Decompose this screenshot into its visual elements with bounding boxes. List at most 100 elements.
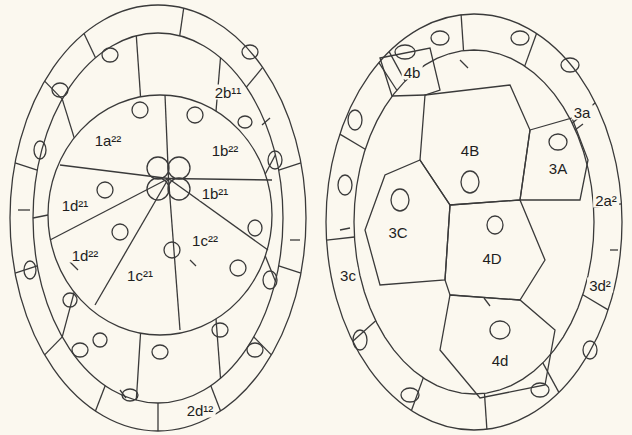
cell-label: 1a²² [93, 133, 124, 148]
cell-label: 4D [480, 251, 503, 266]
nucleus [248, 220, 262, 236]
micromere-cell [380, 48, 440, 96]
nucleus [230, 260, 246, 276]
nucleus [63, 293, 77, 307]
left-embryo-outline [10, 5, 306, 431]
cell-wall [484, 393, 486, 429]
cell-wall [60, 165, 169, 179]
division-mark [190, 260, 196, 266]
cell-label: 3C [386, 225, 409, 240]
nucleus [531, 383, 549, 397]
cell-wall [279, 163, 301, 170]
cell-wall [45, 337, 63, 355]
nucleus [247, 343, 263, 357]
cell-label: 3a [572, 105, 593, 120]
cell-wall [525, 33, 537, 66]
nucleus [431, 31, 449, 45]
cell-label: 1c²² [190, 233, 220, 248]
cell-label: 1d²¹ [60, 198, 91, 213]
macromere-cell [420, 85, 530, 205]
cell-label: 3d² [587, 278, 613, 293]
nucleus [353, 330, 367, 350]
cell-label: 2d¹² [185, 403, 216, 418]
nucleus [391, 189, 409, 211]
nucleus [132, 102, 148, 118]
division-mark [484, 298, 490, 306]
cell-wall [136, 333, 140, 400]
nucleus [93, 333, 107, 347]
cell-wall [15, 163, 37, 170]
left-belt-boundary [33, 33, 283, 403]
macromere-cell [365, 160, 450, 285]
nucleus [34, 141, 46, 159]
division-mark [70, 262, 78, 270]
nucleus [52, 83, 68, 97]
nucleus [395, 45, 415, 59]
division-mark [120, 390, 126, 398]
cell-wall [84, 34, 96, 58]
nucleus [263, 271, 277, 289]
cell-label: 4B [459, 143, 481, 158]
cell-label: 1d²² [70, 248, 101, 263]
division-mark [460, 60, 468, 68]
cell-label: 2a² [593, 193, 619, 208]
nucleus [102, 48, 118, 62]
nucleus [187, 107, 203, 123]
nucleus [112, 224, 128, 240]
cell-wall [461, 15, 463, 51]
cell-label: 3c [338, 268, 358, 283]
nucleus [152, 345, 168, 359]
cell-label: 4d [490, 353, 511, 368]
nucleus [401, 388, 419, 402]
cell-wall [411, 378, 423, 411]
division-mark [610, 249, 618, 250]
cell-wall [136, 36, 140, 97]
cell-wall [50, 179, 169, 241]
cell-wall [33, 215, 48, 218]
cell-wall [327, 237, 355, 240]
division-mark [262, 118, 270, 125]
cell-wall [169, 179, 269, 251]
cell-wall [340, 134, 365, 149]
cell-wall [62, 292, 74, 337]
cell-wall [246, 67, 262, 87]
cell-walls [15, 8, 621, 431]
nucleus [242, 45, 258, 59]
division-mark [575, 124, 583, 130]
cell-wall [265, 256, 275, 281]
nucleus [461, 171, 479, 193]
cell-wall [95, 386, 105, 411]
cell-label: 3A [547, 161, 569, 176]
left-quartet-boundary [48, 95, 272, 335]
right-embryo-outline [326, 14, 622, 430]
nucleus [487, 216, 503, 234]
nucleus [549, 134, 567, 150]
cell-wall [583, 295, 608, 310]
division-mark [18, 209, 30, 210]
nucleus [72, 343, 88, 357]
cell-wall [572, 103, 595, 124]
cell-wall [180, 8, 184, 36]
nucleus [268, 151, 282, 169]
nucleus [24, 261, 36, 279]
macromere-cell [520, 118, 588, 200]
nucleus [338, 175, 352, 195]
cell-wall [62, 99, 74, 138]
cell-wall [15, 266, 37, 273]
cell-wall [165, 95, 169, 179]
nucleus [164, 242, 180, 258]
cell-wall [265, 155, 275, 174]
nucleus [348, 110, 362, 130]
cell-wall [169, 179, 273, 181]
cell-wall [157, 403, 158, 431]
cell-nuclei [24, 31, 597, 402]
macromere-cell [445, 200, 545, 300]
cell-label: 1c²¹ [125, 268, 155, 283]
mesentoblast-cell [440, 295, 555, 398]
cell-wall [379, 63, 397, 91]
cell-label: 1b²¹ [200, 186, 231, 201]
nucleus [97, 182, 113, 198]
cell-label: 1b²² [210, 143, 241, 158]
